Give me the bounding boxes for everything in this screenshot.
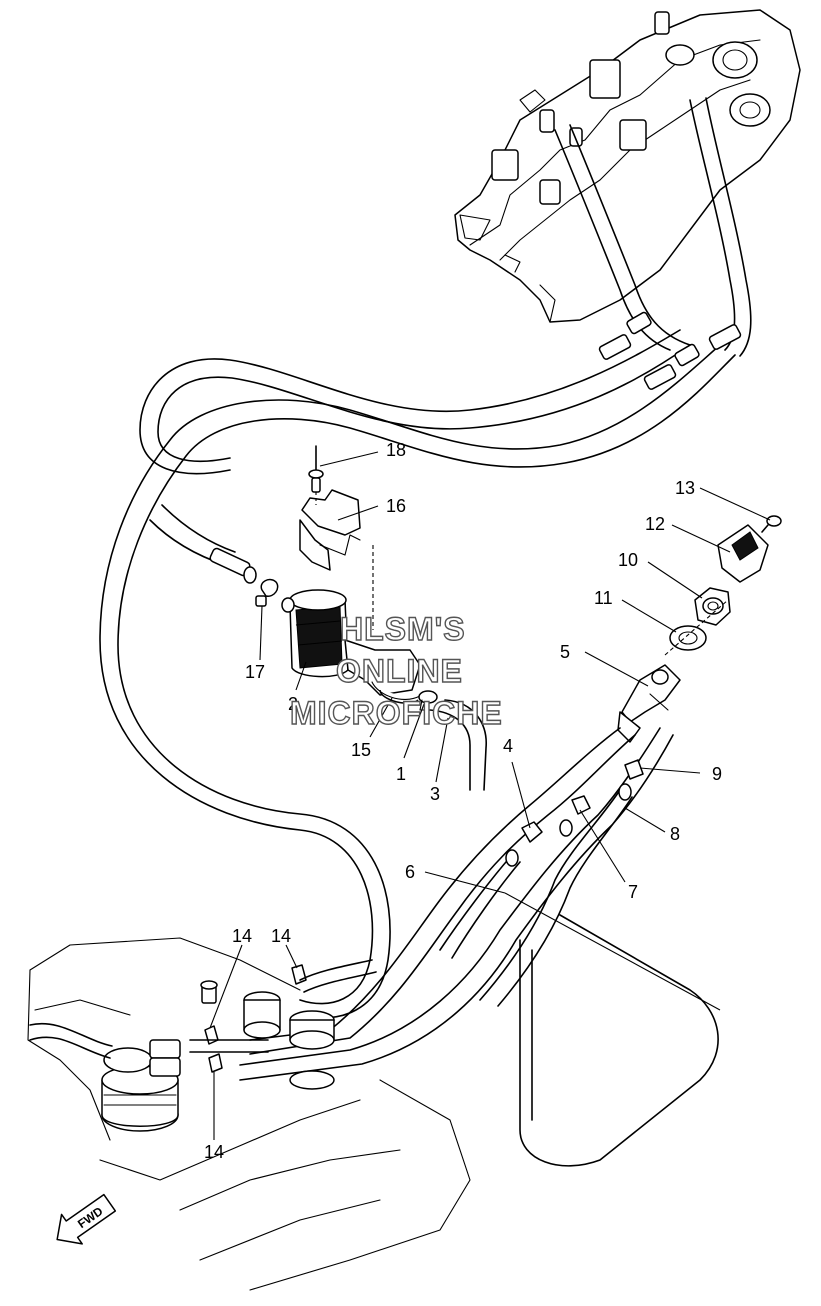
- fuel-cock-knob: [717, 524, 769, 583]
- fuel-filter: [281, 589, 421, 696]
- callout-13: 13: [675, 478, 695, 498]
- callout-10: 10: [618, 550, 638, 570]
- hose-fittings: [209, 311, 742, 584]
- hose-clip-14c: [208, 1053, 223, 1073]
- hose-clip-9: [624, 759, 644, 780]
- callout-11: 11: [594, 588, 613, 608]
- watermark-line-3: MICROFICHE: [290, 695, 503, 731]
- carburetor-assembly: [454, 9, 801, 323]
- watermark-line-1: HLSM'S: [340, 611, 466, 647]
- forward-arrow-icon: [56, 1193, 117, 1245]
- hose-3: [429, 699, 487, 791]
- hose-clamp-15: [371, 681, 421, 704]
- hose-clip-4: [521, 821, 543, 843]
- callout-12: 12: [645, 514, 665, 534]
- hose-clip-14b: [291, 964, 307, 985]
- fuel-hose-lower: [239, 727, 674, 1081]
- knob-screw: [761, 515, 782, 533]
- direction-badge: FWD: [56, 1193, 117, 1245]
- hose-clip-14a: [204, 1025, 219, 1045]
- leader-lines: [209, 451, 771, 1140]
- watermark-line-2: ONLINE: [336, 653, 463, 689]
- filter-bracket: [299, 489, 374, 630]
- hose-clamp-17: [255, 578, 279, 607]
- callout-16: 16: [386, 496, 406, 516]
- fuel-cock-washer: [669, 625, 707, 651]
- hose-to-filler-2: [303, 971, 377, 993]
- callout-6: 6: [405, 862, 415, 882]
- fuel-cock-nut: [694, 587, 731, 626]
- filter-screw: [308, 445, 324, 505]
- callout-14c: 14: [204, 1142, 224, 1162]
- callout-4: 4: [503, 736, 513, 756]
- callout-labels: 1 2 3 4 5 6 7 8 9 10 11 12 13 14 14 14 1…: [204, 440, 722, 1162]
- callout-7: 7: [628, 882, 638, 902]
- hose-clamp-1: [418, 690, 438, 711]
- fuel-cock: [617, 664, 681, 743]
- callout-15: 15: [351, 740, 371, 760]
- callout-14b: 14: [271, 926, 291, 946]
- callout-9: 9: [712, 764, 722, 784]
- callout-3: 3: [430, 784, 440, 804]
- fuel-tank: [27, 937, 471, 1291]
- callout-5: 5: [560, 642, 570, 662]
- callout-14a: 14: [232, 926, 252, 946]
- callout-1: 1: [396, 764, 406, 784]
- hose-to-filler: [299, 959, 373, 981]
- callout-2: 2: [288, 694, 298, 714]
- callout-18: 18: [386, 440, 406, 460]
- hose-clip-7: [571, 795, 591, 815]
- callout-17: 17: [245, 662, 265, 682]
- overflow-hose: [519, 914, 719, 1167]
- callout-8: 8: [670, 824, 680, 844]
- watermark: HLSM'S ONLINE MICROFICHE: [289, 610, 503, 731]
